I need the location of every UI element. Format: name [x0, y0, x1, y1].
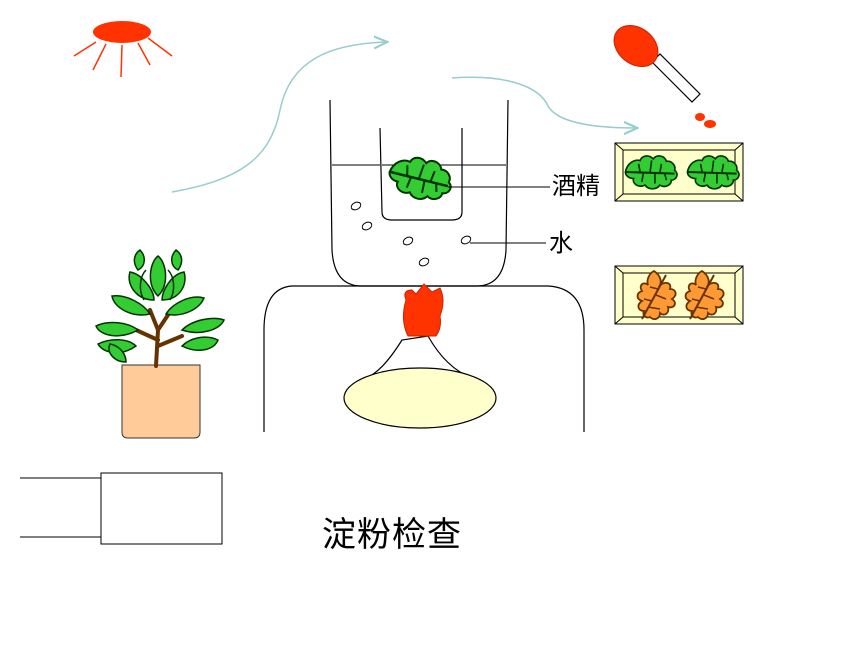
water-label: 水 — [549, 229, 573, 257]
dish-green-leaves — [614, 142, 744, 202]
water-bubbles — [350, 201, 472, 267]
process-arrows — [171, 42, 636, 193]
leaf-icon — [384, 151, 457, 207]
alcohol-label: 酒精 — [552, 172, 600, 200]
dropper-icon — [613, 25, 716, 128]
tripod-stand — [263, 285, 585, 432]
box-icon — [20, 472, 223, 545]
plant-icon — [95, 249, 225, 439]
caption: 淀粉检查 — [322, 515, 462, 555]
sun-icon — [73, 21, 173, 78]
dish-orange-leaves — [614, 265, 744, 325]
flame-icon — [402, 283, 444, 337]
lamp-icon — [343, 335, 497, 429]
